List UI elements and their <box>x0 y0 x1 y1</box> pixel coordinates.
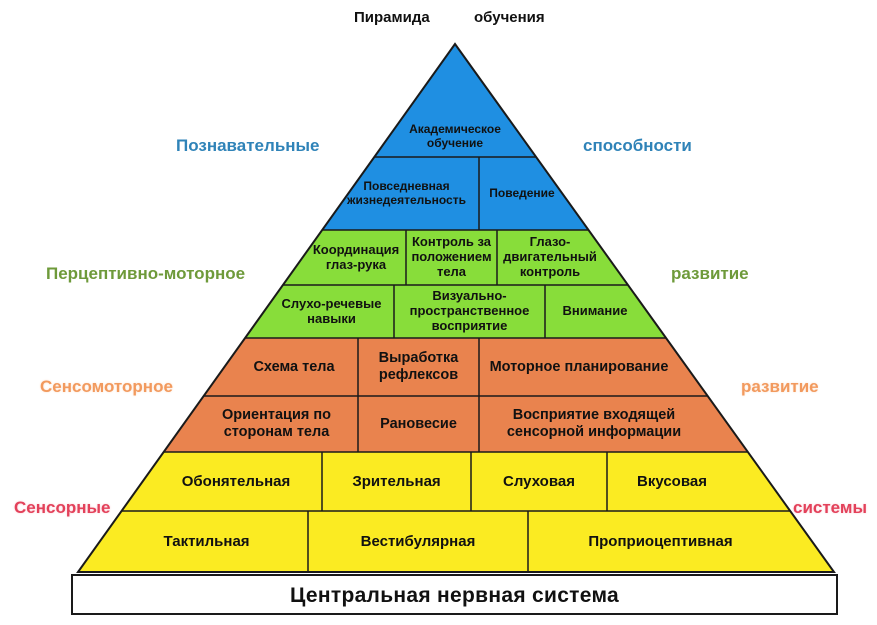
block-tactile: Тактильная <box>163 532 250 550</box>
label-cognitive-left: Познавательные <box>176 136 320 155</box>
block-orientation: Ориентация по сторонам тела <box>222 407 331 440</box>
band-yellow <box>78 452 834 572</box>
block-motor-planning: Моторное планирование <box>489 358 669 375</box>
block-vestibular: Вестибулярная <box>360 532 476 550</box>
label-sensorimotor-left: Сенсомоторное <box>40 377 173 396</box>
block-body-scheme: Схема тела <box>253 358 335 375</box>
label-sensory-right: системы <box>793 498 868 517</box>
block-reflexes: Выработка рефлексов <box>378 350 459 383</box>
block-proprioceptive: Проприоцептивная <box>588 532 733 550</box>
block-olfactory: Обонятельная <box>181 472 291 490</box>
title-part-2: обучения <box>474 9 545 26</box>
block-attention: Внимание <box>562 303 628 319</box>
label-cognitive-right: способности <box>583 136 692 155</box>
block-visuospatial: Визуально-пространственное восприятие <box>409 288 530 333</box>
block-posture-control: Контроль за положением тела <box>411 234 492 279</box>
block-auditory-speech: Слухо-речевые навыки <box>281 295 382 326</box>
pyramid-outline <box>76 42 836 573</box>
label-perceptual-left: Перцептивно-моторное <box>46 264 246 283</box>
block-daily-life: Повседневная жизнедеятельность <box>347 178 466 207</box>
block-sensory-perception: Восприятие входящей сенсорной информации <box>506 407 682 440</box>
title-part-1: Пирамида <box>354 9 430 26</box>
label-sensory-left: Сенсорные <box>14 498 111 517</box>
block-auditory: Слуховая <box>503 472 575 490</box>
block-oculomotor: Глазо-двигательный контроль <box>503 234 597 279</box>
block-behavior: Поведение <box>489 185 555 200</box>
block-balance: Рановесие <box>380 415 457 432</box>
block-eye-hand: Координация глаз-рука <box>312 241 400 272</box>
label-sensorimotor-right: развитие <box>741 377 819 396</box>
block-visual: Зрительная <box>352 472 441 490</box>
block-academic: Академическое обучение <box>409 122 501 150</box>
base-box <box>71 574 838 615</box>
label-perceptual-right: развитие <box>671 264 749 283</box>
base-cns-label: Центральная нервная система <box>290 583 619 607</box>
block-gustatory: Вкусовая <box>637 472 707 490</box>
